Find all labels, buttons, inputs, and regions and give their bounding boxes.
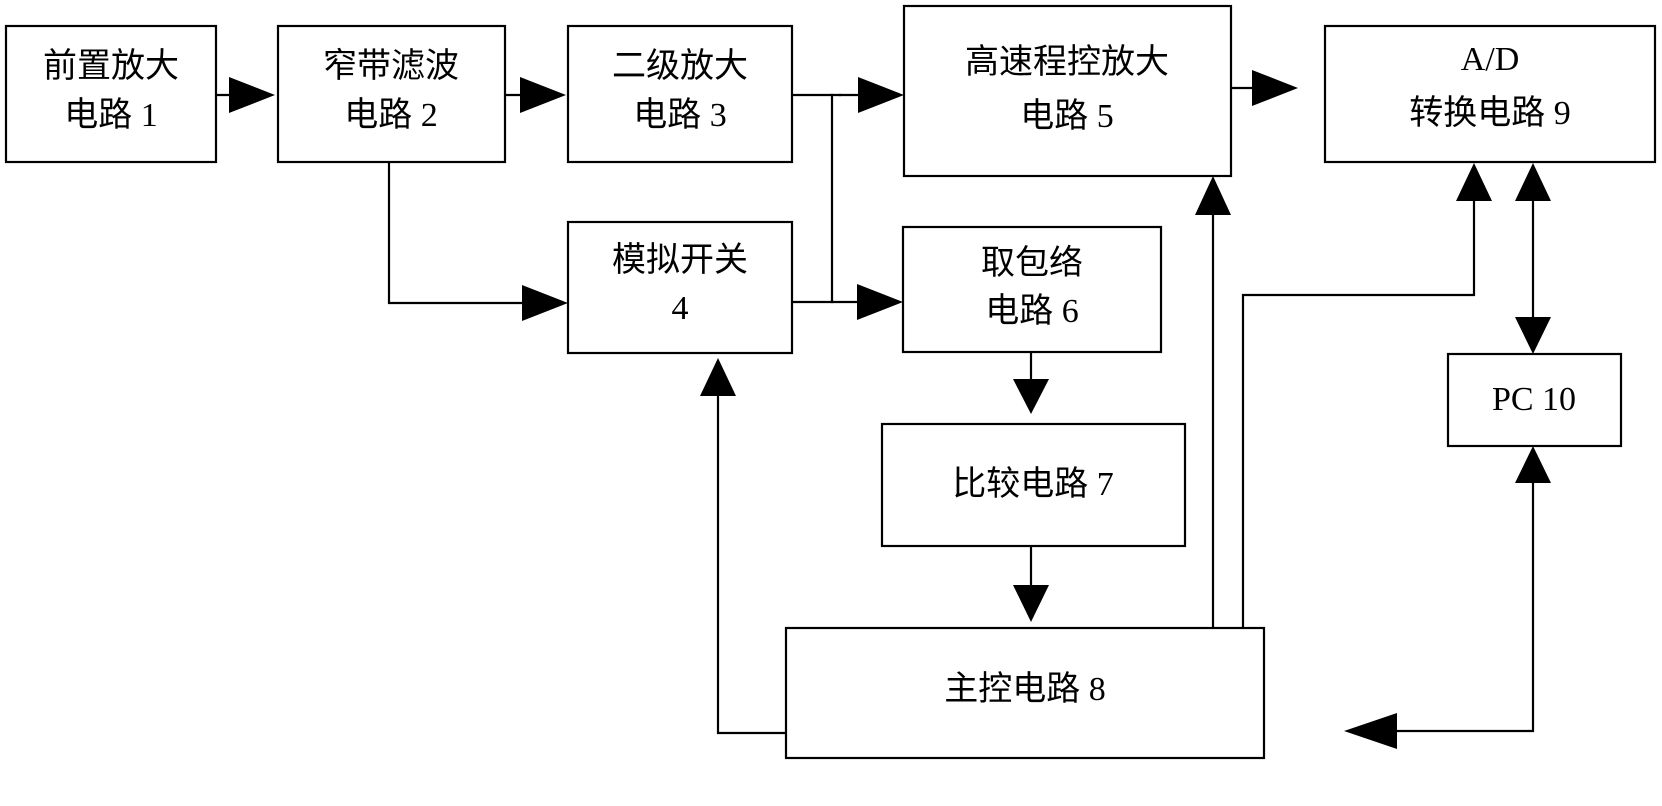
arrowhead-right	[520, 77, 566, 113]
arrowhead-down	[1013, 379, 1049, 414]
arrowhead-right	[858, 77, 904, 113]
block-9-label-line1: A/D	[1461, 41, 1520, 78]
connector-b10-to-b8	[1344, 446, 1551, 749]
connector-b8-to-b5	[1195, 176, 1231, 666]
block-8-label-line1: 主控电路 8	[944, 670, 1106, 708]
block-1-label-line2: 电路 1	[64, 96, 158, 134]
arrowhead-right	[1252, 70, 1298, 106]
block-7-label-line1: 比较电路 7	[952, 465, 1114, 503]
arrowhead-left	[1344, 713, 1397, 749]
connector-b3-to-b5	[790, 77, 904, 113]
block-4-rect[interactable]	[566, 220, 794, 355]
block-7-rect[interactable]	[880, 422, 1187, 548]
block-4-label-line1: 模拟开关	[612, 241, 748, 279]
block-3-rect[interactable]	[566, 24, 794, 164]
block-1-label-line1: 前置放大	[43, 47, 179, 85]
block-high-speed-program-controlled-amplifier-circuit-5[interactable]: 高速程控放大 电路 5	[902, 4, 1233, 178]
block-second-stage-amplifier-circuit-3[interactable]: 二级放大 电路 3	[566, 24, 794, 164]
block-2-rect[interactable]	[276, 24, 507, 164]
connector-b8-to-b9	[1241, 163, 1492, 666]
connector-b4-to-b6	[790, 284, 903, 320]
block-4-label-line2: 4	[672, 290, 689, 327]
block-envelope-detector-circuit-6[interactable]: 取包络 电路 6	[901, 225, 1163, 354]
block-ad-conversion-circuit-9[interactable]: A/D 转换电路 9	[1323, 24, 1657, 164]
arrowhead-up	[700, 358, 736, 396]
arrowhead-up	[1515, 163, 1551, 201]
block-9-rect[interactable]	[1323, 24, 1657, 164]
connector-b9-to-b10	[1515, 163, 1551, 354]
block-5-label-line2: 电路 5	[1020, 97, 1114, 135]
arrowhead-right	[857, 284, 903, 320]
arrowhead-right	[229, 77, 275, 113]
arrowhead-right	[522, 285, 568, 321]
connector-b7-to-b8	[1013, 544, 1049, 622]
connector-b2-to-b3	[503, 77, 566, 113]
block-9-label-line2: 转换电路 9	[1409, 94, 1571, 132]
block-5-label-line1: 高速程控放大	[965, 43, 1169, 81]
block-analog-switch-4[interactable]: 模拟开关 4	[566, 220, 794, 355]
block-10-rect[interactable]	[1446, 352, 1623, 448]
block-6-label-line2: 电路 6	[985, 292, 1079, 330]
block-comparator-circuit-7[interactable]: 比较电路 7	[880, 422, 1187, 548]
arrowhead-down	[1013, 585, 1049, 622]
block-narrowband-filter-circuit-2[interactable]: 窄带滤波 电路 2	[276, 24, 507, 164]
block-1-rect[interactable]	[4, 24, 218, 164]
block-6-rect[interactable]	[901, 225, 1163, 354]
block-10-label-line1: PC 10	[1492, 381, 1576, 418]
connector-b1-to-b2	[214, 77, 275, 113]
block-3-label-line1: 二级放大	[612, 47, 748, 85]
arrowhead-up	[1515, 446, 1551, 483]
block-8-rect[interactable]	[784, 626, 1266, 760]
block-2-label-line2: 电路 2	[344, 96, 438, 134]
connector-b6-to-b7	[1013, 350, 1049, 414]
block-main-control-circuit-8[interactable]: 主控电路 8	[784, 626, 1266, 760]
block-5-rect[interactable]	[902, 4, 1233, 178]
block-preamplifier-circuit-1[interactable]: 前置放大 电路 1	[4, 24, 218, 164]
connector-b5-to-b9	[1229, 70, 1298, 106]
block-3-label-line2: 电路 3	[633, 96, 727, 134]
block-pc-10[interactable]: PC 10	[1446, 352, 1623, 448]
arrowhead-down	[1515, 317, 1551, 354]
connector-b2-to-b4	[387, 159, 568, 321]
block-6-label-line1: 取包络	[981, 244, 1083, 282]
arrowhead-up	[1456, 163, 1492, 201]
arrowhead-up	[1195, 176, 1231, 215]
block-2-label-line1: 窄带滤波	[323, 47, 459, 85]
